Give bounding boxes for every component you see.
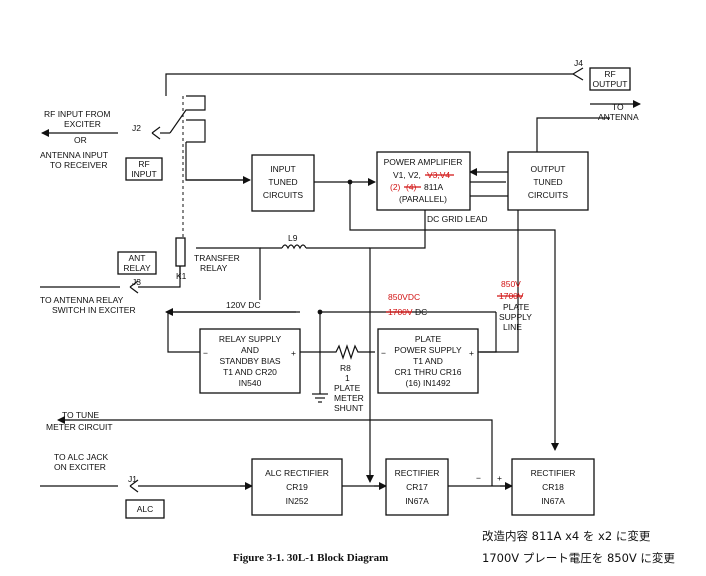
- plate-supply-line5: (16) IN1492: [406, 378, 451, 388]
- plate-supply-line-2: SUPPLY: [499, 312, 532, 322]
- rectifier-cr18-line3: IN67A: [541, 496, 565, 506]
- pa-tube-type: 811A: [424, 182, 444, 192]
- rf-output-line2: OUTPUT: [593, 79, 628, 89]
- mod-note-1: 改造内容 811A x4 を x2 に変更: [482, 529, 651, 543]
- relay-supply-line3: STANDBY BIAS: [219, 356, 280, 366]
- rf-input-from-line1: RF INPUT FROM: [44, 109, 110, 119]
- pa-count-new: (2): [390, 182, 401, 192]
- rectifier-cr18-block: RECTIFIER CR18 IN67A: [511, 458, 595, 516]
- pa-parallel: (PARALLEL): [399, 194, 447, 204]
- dc-label: DC: [415, 307, 427, 317]
- alc-rectifier-block: ALC RECTIFIER CR19 IN252: [251, 458, 343, 516]
- rectifier-cr17-block: RECTIFIER CR17 IN67A: [385, 458, 449, 516]
- ant-relay-line1: ANT: [129, 253, 146, 263]
- plate-supply-plus: +: [469, 348, 474, 358]
- v120-label: 120V DC: [226, 300, 261, 310]
- input-tuned-line2: TUNED: [268, 177, 297, 187]
- rf-output-box: RF OUTPUT: [589, 67, 631, 91]
- pa-title: POWER AMPLIFIER: [384, 157, 463, 167]
- j1-label: J1: [128, 474, 137, 484]
- rf-output-line1: RF: [604, 69, 615, 79]
- to-antenna-line1: TO: [612, 102, 624, 112]
- plate-supply-minus: −: [381, 348, 386, 358]
- to-alc-jack-line1: TO ALC JACK: [54, 452, 108, 462]
- output-tuned-line1: OUTPUT: [531, 164, 566, 174]
- r8-line5: SHUNT: [334, 403, 363, 413]
- relay-supply-line2: AND: [241, 345, 259, 355]
- r8-line2: 1: [345, 373, 350, 383]
- power-amplifier-block: POWER AMPLIFIER V1, V2, V3,V4 (2) (4) 81…: [376, 151, 471, 211]
- ant-relay-box: ANT RELAY: [117, 251, 157, 275]
- rf-input-line2: INPUT: [131, 169, 157, 179]
- dc-grid-lead-label: DC GRID LEAD: [427, 214, 487, 224]
- rect17-minus: −: [476, 473, 481, 483]
- alc-rectifier-line1: ALC RECTIFIER: [265, 468, 329, 478]
- plate-supply-line-1: PLATE: [503, 302, 530, 312]
- plate-supply-line3: T1 AND: [413, 356, 443, 366]
- input-tuned-line1: INPUT: [270, 164, 296, 174]
- r8-line1: R8: [340, 363, 351, 373]
- relay-supply-line4: T1 AND CR20: [223, 367, 277, 377]
- output-tuned-line3: CIRCUITS: [528, 190, 568, 200]
- relay-supply-plus: +: [291, 348, 296, 358]
- j4-label: J4: [574, 58, 583, 68]
- transfer-relay-line2: RELAY: [200, 263, 228, 273]
- pa-tubes: V1, V2,: [393, 170, 421, 180]
- free-labels: RF INPUT FROM EXCITER OR ANTENNA INPUT T…: [40, 58, 639, 484]
- alc-rectifier-line2: CR19: [286, 482, 308, 492]
- alc-box: ALC: [125, 499, 165, 519]
- transfer-relay-line1: TRANSFER: [194, 253, 240, 263]
- v850-red-label: 850VDC: [388, 292, 420, 302]
- input-tuned-line3: CIRCUITS: [263, 190, 303, 200]
- wiring: [40, 67, 641, 493]
- rf-input-from-line2: EXCITER: [64, 119, 101, 129]
- mod-note-2: 1700V プレート電圧を 850V に変更: [482, 551, 675, 565]
- r8-line3: PLATE: [334, 383, 361, 393]
- r8-line4: METER: [334, 393, 364, 403]
- alc-rectifier-line3: IN252: [286, 496, 309, 506]
- relay-supply-line1: RELAY SUPPLY: [219, 334, 282, 344]
- to-antenna-relay-line2: SWITCH IN EXCITER: [52, 305, 136, 315]
- antenna-input-line2: TO RECEIVER: [50, 160, 107, 170]
- plate-supply-line-3: LINE: [503, 322, 522, 332]
- plate-v-red-label: 850V: [501, 279, 521, 289]
- to-antenna-relay-line1: TO ANTENNA RELAY: [40, 295, 124, 305]
- j2-label: J2: [132, 123, 141, 133]
- plate-supply-line4: CR1 THRU CR16: [395, 367, 462, 377]
- to-antenna-line2: ANTENNA: [598, 112, 639, 122]
- to-tune-line2: METER CIRCUIT: [46, 422, 113, 432]
- to-alc-jack-line2: ON EXCITER: [54, 462, 106, 472]
- rectifier-cr18-line1: RECTIFIER: [531, 468, 576, 478]
- rectifier-cr17-line2: CR17: [406, 482, 428, 492]
- ant-relay-line2: RELAY: [123, 263, 151, 273]
- relay-supply-minus: −: [203, 348, 208, 358]
- plate-supply-line1: PLATE: [415, 334, 442, 344]
- rf-input-line1: RF: [138, 159, 149, 169]
- rect18-plus: +: [497, 473, 502, 483]
- plate-supply-block: PLATE POWER SUPPLY T1 AND CR1 THRU CR16 …: [377, 328, 479, 394]
- relay-supply-block: RELAY SUPPLY AND STANDBY BIAS T1 AND CR2…: [199, 328, 301, 394]
- l9-label: L9: [288, 233, 298, 243]
- rectifier-cr18-line2: CR18: [542, 482, 564, 492]
- output-tuned-block: OUTPUT TUNED CIRCUITS: [507, 151, 589, 211]
- input-tuned-block: INPUT TUNED CIRCUITS: [251, 154, 315, 212]
- j3-label: J3: [132, 277, 141, 287]
- antenna-input-line1: ANTENNA INPUT: [40, 150, 108, 160]
- plate-supply-line2: POWER SUPPLY: [394, 345, 462, 355]
- relay-supply-line5: IN540: [239, 378, 262, 388]
- alc-box-label: ALC: [137, 504, 154, 514]
- transfer-relay-k1: [175, 237, 186, 278]
- or-label: OR: [74, 135, 87, 145]
- figure-caption: Figure 3-1. 30L-1 Block Diagram: [233, 552, 388, 564]
- rectifier-cr17-line1: RECTIFIER: [395, 468, 440, 478]
- rectifier-cr17-line3: IN67A: [405, 496, 429, 506]
- output-tuned-line2: TUNED: [533, 177, 562, 187]
- k1-label: K1: [176, 271, 187, 281]
- to-tune-line1: TO TUNE: [62, 410, 99, 420]
- rf-input-box: RF INPUT: [125, 157, 163, 181]
